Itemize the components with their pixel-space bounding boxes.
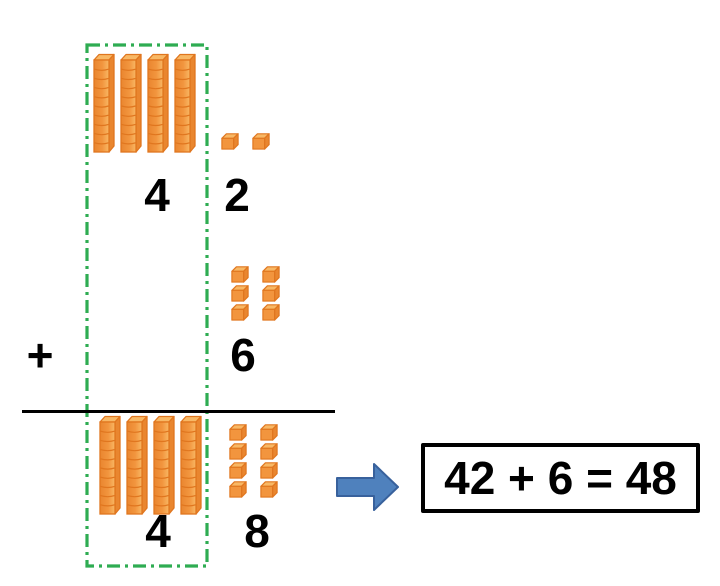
ones-cube xyxy=(231,265,249,283)
ones-cube xyxy=(262,265,280,283)
ones-cube xyxy=(229,442,247,460)
ones-cube xyxy=(262,303,280,321)
tens-rod xyxy=(147,52,169,159)
ones-cube xyxy=(260,461,278,479)
plus-operator-label: + xyxy=(26,329,54,381)
tens-rod xyxy=(153,414,175,521)
ones-cube xyxy=(231,284,249,302)
row1-ones-cubes xyxy=(221,132,270,150)
ones-cube xyxy=(252,132,270,150)
tens-rod xyxy=(120,52,142,159)
ones-cube xyxy=(229,423,247,441)
ones-cube xyxy=(221,132,239,150)
tens-rod xyxy=(99,414,121,521)
tens-column-frame-rect xyxy=(85,43,209,568)
tens-rod xyxy=(174,52,196,159)
tens-rod xyxy=(126,414,148,521)
row2-ones-cubes xyxy=(231,265,280,321)
row3-ones-cubes xyxy=(229,423,278,498)
sum-line xyxy=(22,410,335,413)
ones-cube xyxy=(260,442,278,460)
row3-tens-rods xyxy=(99,414,202,521)
row3-ones-count-label: 8 xyxy=(244,505,270,557)
right-arrow-icon xyxy=(336,463,399,511)
ones-cube xyxy=(229,480,247,498)
tens-column-frame xyxy=(85,43,209,568)
ones-cube xyxy=(260,423,278,441)
right-arrow-shape xyxy=(336,463,399,511)
row3-tens-count-label: 4 xyxy=(145,505,171,557)
row1-tens-rods xyxy=(93,52,196,159)
ones-cube xyxy=(231,303,249,321)
equation-text: 42 + 6 = 48 xyxy=(444,452,677,504)
tens-rod xyxy=(93,52,115,159)
ones-cube xyxy=(229,461,247,479)
row1-tens-count-label: 4 xyxy=(144,169,170,221)
row2-ones-count-label: 6 xyxy=(230,329,256,381)
equation-box: 42 + 6 = 48 xyxy=(421,443,700,513)
ones-cube xyxy=(262,284,280,302)
ones-cube xyxy=(260,480,278,498)
tens-rod xyxy=(180,414,202,521)
row1-ones-count-label: 2 xyxy=(224,169,250,221)
